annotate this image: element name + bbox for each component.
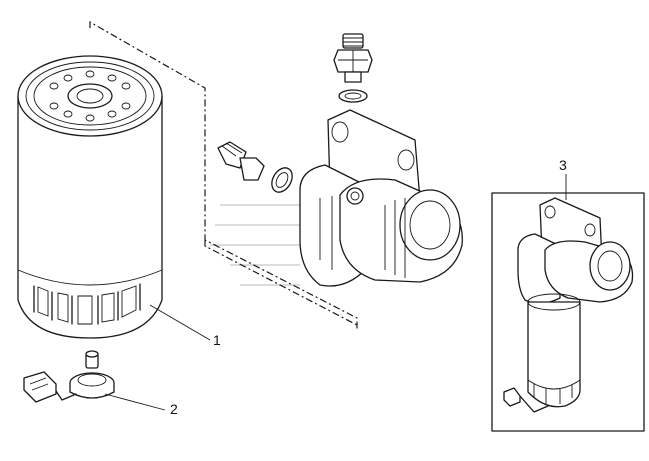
filter-head: [299, 109, 463, 287]
callout-1-label: 1: [213, 332, 221, 348]
side-fitting: [217, 141, 293, 193]
water-sensor: [23, 350, 115, 403]
top-fitting: [333, 33, 373, 103]
assembly-frame: [491, 192, 645, 432]
filter-assembly: [503, 197, 634, 413]
filter-cartridge: [17, 55, 163, 339]
cartridge-holes: [49, 70, 131, 122]
callout-2-label: 2: [170, 401, 178, 417]
assembly-guide-lines: [89, 20, 358, 330]
callout-3-label: 3: [559, 157, 567, 173]
leader-lines: [104, 174, 567, 411]
